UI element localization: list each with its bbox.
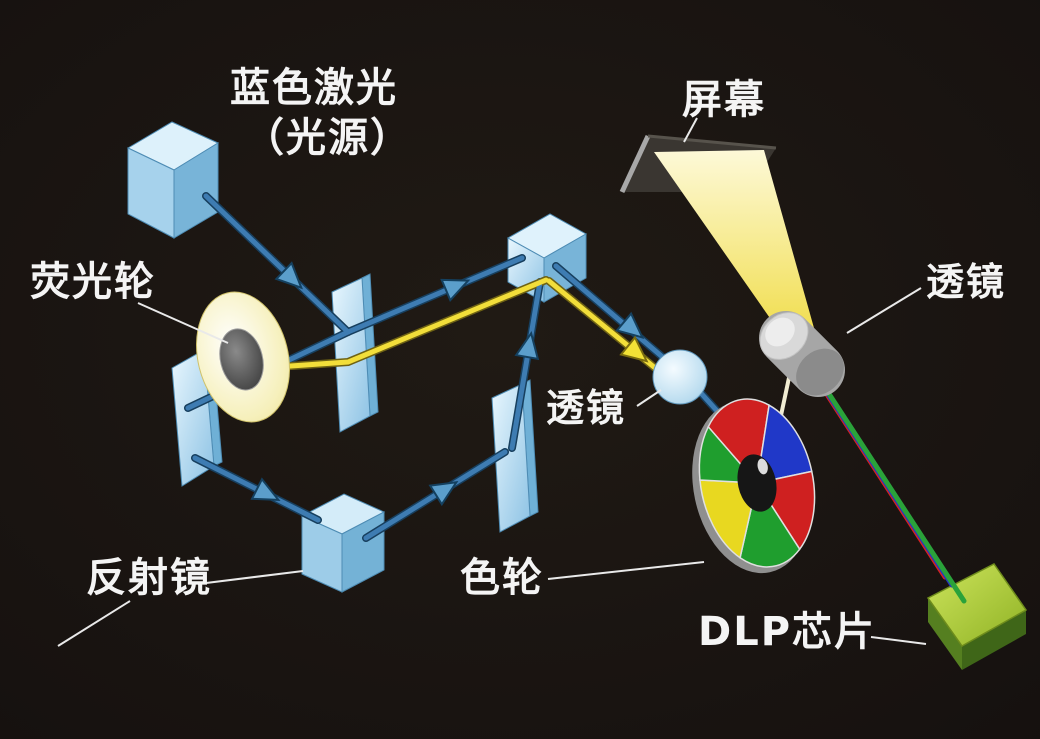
label-lens-right: 透镜: [926, 260, 1007, 304]
condenser-lens: [652, 349, 708, 405]
label-dlp-chip: DLP芯片: [698, 609, 877, 655]
pointer-lines: [57, 117, 927, 647]
wheel-segment: [756, 404, 813, 484]
phosphor-wheel: [196, 291, 290, 423]
dichroic-plate-center: [331, 273, 379, 433]
color-wheel-segments: [698, 398, 816, 568]
pointer-lens-center: [636, 389, 662, 407]
arrow-icon: [514, 331, 540, 361]
color-wheel-glint: [757, 458, 768, 475]
green-beam: [815, 374, 967, 604]
arrow-icon: [274, 261, 303, 290]
wheel-segment: [699, 479, 758, 560]
screen-top-edge: [647, 134, 777, 150]
arrow-icon: [619, 335, 649, 363]
label-laser-source-line1: 蓝色激光: [230, 65, 398, 111]
dlp-chip: [926, 563, 1028, 670]
screen-edge: [619, 134, 651, 194]
pointer-mirror-a: [57, 600, 131, 647]
beam-dichroic-to-prism: [345, 255, 525, 335]
beam-prism-to-condenser: [553, 263, 669, 363]
dlp-chip-side: [962, 610, 1026, 670]
yellow-beams: [259, 277, 663, 375]
arrow-icon: [615, 311, 645, 339]
phosphor-wheel-hub: [219, 328, 264, 391]
pointer-phosphor-wheel: [137, 302, 229, 344]
label-laser-source-line2: （光源）: [244, 115, 412, 161]
arrow-icon: [428, 481, 459, 507]
reflector-cube: [300, 493, 386, 593]
label-screen: 屏幕: [682, 77, 766, 123]
pointer-color-wheel: [547, 561, 705, 580]
pointer-lens-right: [846, 287, 922, 334]
pointer-screen: [683, 117, 698, 143]
dlp-chip-face: [926, 563, 1028, 647]
projection-lens: [759, 311, 845, 397]
label-mirror: 反射镜: [86, 555, 212, 601]
yellow-beam-wheel-to-prism: [259, 277, 549, 371]
pointer-dlp-chip: [870, 636, 927, 645]
beam-arrows: [250, 261, 645, 507]
label-phosphor-wheel: 荧光轮: [30, 259, 156, 305]
beam-relay-to-prism: [509, 279, 543, 451]
yellow-arrow: [619, 335, 649, 363]
blue-laser-cube: [126, 121, 220, 239]
beam-laser-to-dichroic: [203, 193, 351, 335]
arrow-icon: [250, 477, 281, 501]
label-lens-center: 透镜: [546, 386, 627, 430]
projection-cone: [654, 150, 814, 344]
dlp-chip-bottom: [928, 598, 962, 670]
lens-shine: [765, 317, 795, 347]
color-wheel: [692, 398, 816, 574]
lens-back: [796, 348, 844, 396]
arrow-icon: [440, 278, 471, 302]
screen: [619, 134, 814, 344]
label-color-wheel: 色轮: [460, 555, 544, 601]
pointer-mirror-b: [197, 570, 304, 585]
